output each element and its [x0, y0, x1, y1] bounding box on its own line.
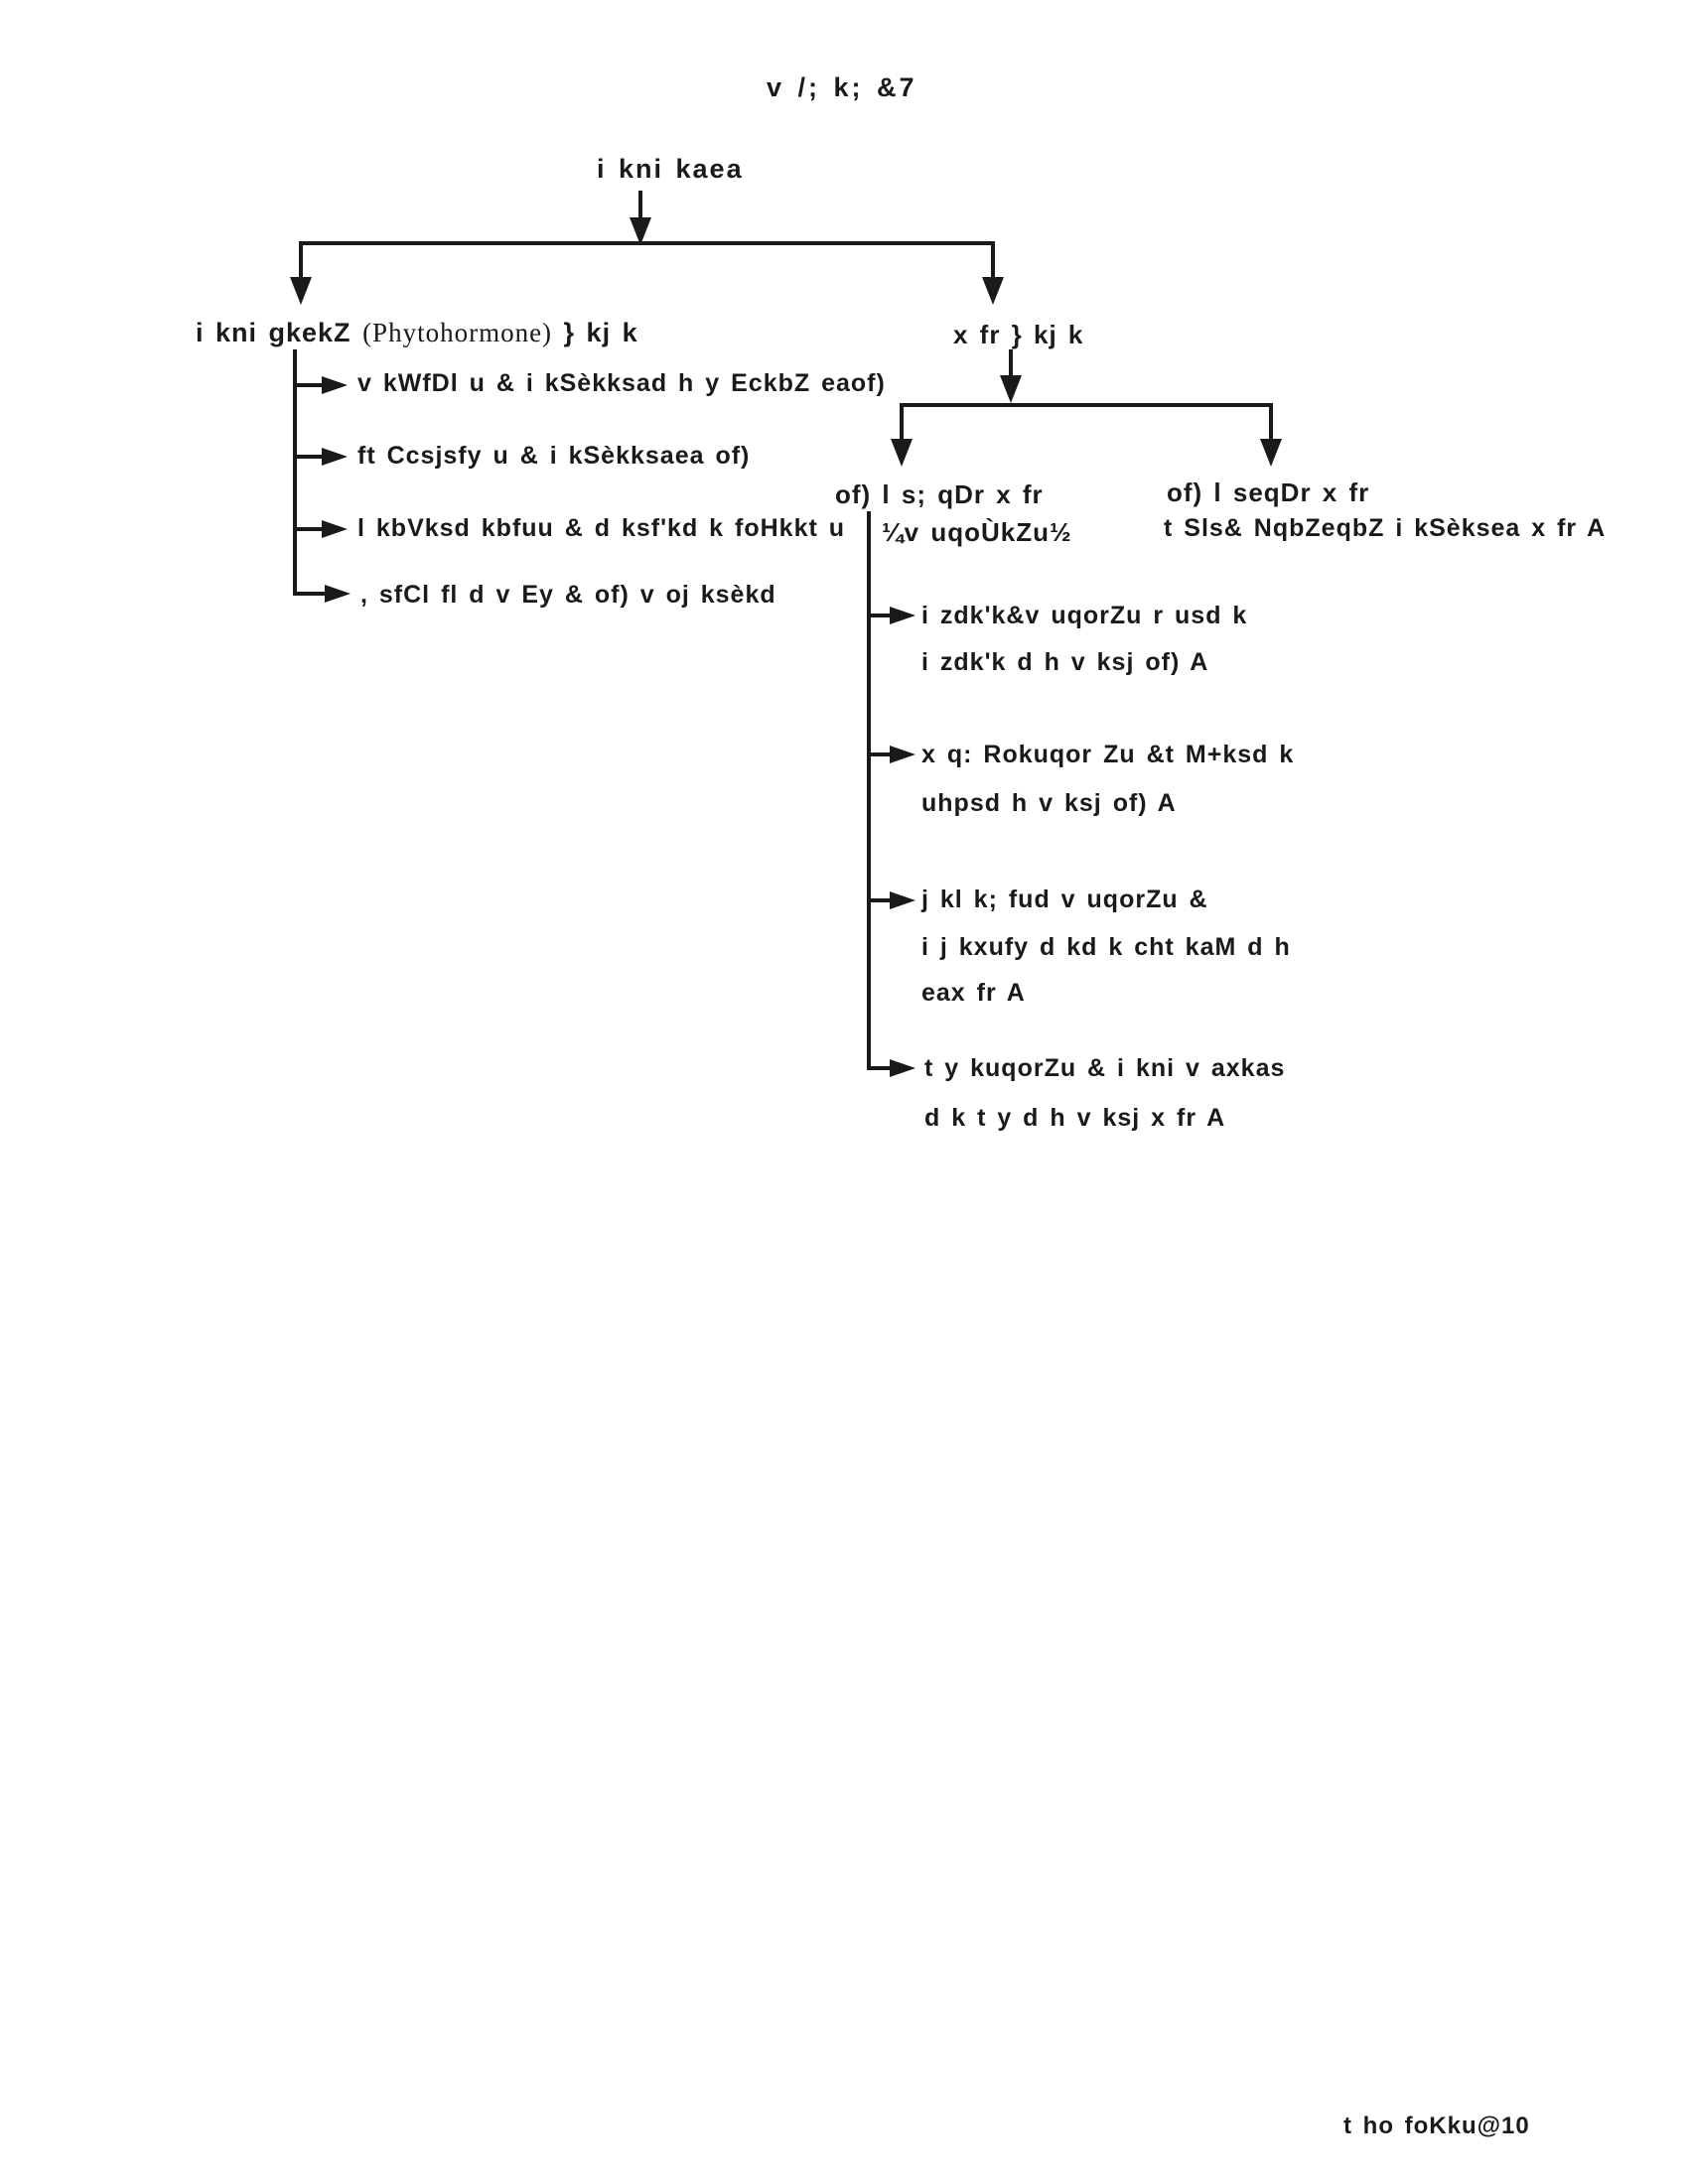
- growth-motion-label-line2: ¼v uqoÙkZu½: [882, 517, 1072, 547]
- arrow-right-icon: [890, 607, 915, 624]
- tree-root-node: i kni kaea: [597, 154, 744, 184]
- arrow-right-icon: [322, 520, 348, 538]
- arrow-down-icon: [891, 439, 913, 467]
- tropism-item-chemo-line1: j kl k; fud v uqorZu &: [921, 886, 1208, 913]
- tropism-item-gravi-line1: x q: Rokuqor Zu &t M+ksd k: [921, 741, 1295, 768]
- nongrowth-motion-label-line2: t Sls& NqbZeqbZ i kSèksea x fr A: [1164, 514, 1607, 542]
- arrow-right-icon: [890, 746, 915, 763]
- arrow-right-icon: [890, 891, 915, 909]
- phytohormone-branch-label: i kni gkekZ (Phytohormone) } kj k: [196, 318, 638, 348]
- hormone-item-cytokinin: l kbVksd kbfuu & d ksf'kd k foHkkt u: [357, 514, 846, 542]
- nongrowth-motion-label-line1: of) l seqDr x fr: [1167, 478, 1370, 507]
- phytohormone-label-latin: (Phytohormone): [362, 318, 553, 347]
- hormone-list-connectors: [293, 349, 351, 603]
- phytohormone-label-post: } kj k: [552, 318, 638, 347]
- arrow-down-icon: [630, 217, 651, 245]
- level1-split: [290, 241, 1004, 305]
- arrow-right-icon: [325, 585, 351, 603]
- tropism-item-hydro-line2: d k t y d h v ksj x fr A: [924, 1104, 1226, 1132]
- tropism-item-photo-line1: i zdk'k&v uqorZu r usd k: [921, 602, 1248, 629]
- phytohormone-label-pre: i kni gkekZ: [196, 318, 363, 347]
- hormone-item-abscisic-acid: , sfCl fl d v Ey & of) v oj ksèkd: [360, 581, 776, 609]
- tropism-item-chemo-line2: i j kxufy d kd k cht kaM d h: [921, 933, 1291, 961]
- arrow-down-icon: [290, 277, 312, 305]
- hormone-item-auxin: v kWfDl u & i kSèkksad h y EckbZ eaof): [357, 369, 886, 397]
- arrow-right-icon: [322, 448, 348, 466]
- arrow-right-icon: [322, 376, 348, 394]
- arrow-down-icon: [1000, 375, 1022, 403]
- growth-motion-label-line1: of) l s; qDr x fr: [835, 479, 1044, 509]
- page-title: v /; k; &7: [767, 72, 917, 102]
- tropism-item-gravi-line2: uhpsd h v ksj of) A: [921, 789, 1177, 817]
- tropism-list-connectors: [867, 511, 915, 1077]
- motion-branch-label: x fr } kj k: [953, 320, 1084, 349]
- tropism-item-chemo-line3: eax fr A: [921, 979, 1026, 1007]
- root-connector: [630, 191, 651, 245]
- arrow-down-icon: [1260, 439, 1282, 467]
- arrow-right-icon: [890, 1059, 915, 1077]
- tropism-item-photo-line2: i zdk'k d h v ksj of) A: [921, 648, 1209, 676]
- tropism-item-hydro-line1: t y kuqorZu & i kni v axkas: [924, 1054, 1286, 1082]
- page-footer: t ho foKku@10: [1343, 2113, 1530, 2139]
- hormone-item-gibberellin: ft Ccsjsfy u & i kSèkksaea of): [357, 442, 751, 470]
- motion-split: [891, 349, 1282, 467]
- arrow-down-icon: [982, 277, 1004, 305]
